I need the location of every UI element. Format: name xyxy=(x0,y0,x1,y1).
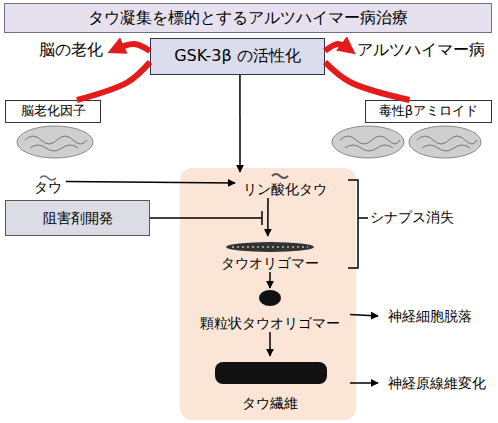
node-text: 脳の老化 xyxy=(39,41,103,59)
node-text: GSK-3β の活性化 xyxy=(174,47,301,65)
curved-red-arrow xyxy=(77,62,150,100)
phospho-tau-molecule xyxy=(272,174,288,178)
node-text: タウオリゴマー xyxy=(221,255,319,271)
flow-arrow xyxy=(269,272,271,288)
curved-red-arrow xyxy=(114,44,150,51)
flow-arrow xyxy=(269,332,271,356)
factor-box: 毒性βアミロイド xyxy=(365,100,492,123)
node-text: 毒性βアミロイド xyxy=(379,104,478,119)
node-text: アルツハイマー病 xyxy=(357,41,485,59)
flow-arrow xyxy=(66,182,235,183)
inhibition-line xyxy=(150,211,262,225)
brain-illustration xyxy=(17,126,481,158)
outcome-text: 神経原線維変化 xyxy=(378,373,495,393)
title-bar: タウ凝集を標的とするアルツハイマー病治療 xyxy=(4,3,492,33)
curved-red-arrow xyxy=(325,62,409,100)
stage-node: リン酸化タウ xyxy=(235,172,335,198)
node-text: 神経細胞脱落 xyxy=(388,308,472,324)
tau-fibril-illustration xyxy=(215,362,327,384)
stage-node: 顆粒状タウオリゴマー xyxy=(190,288,350,332)
node-text: リン酸化タウ xyxy=(243,181,327,197)
peach-region xyxy=(180,168,356,420)
flow-arrow xyxy=(350,382,378,384)
effect-label: シナプス消失 xyxy=(370,208,454,228)
tau-oligomer-illustration xyxy=(226,242,314,252)
outcome-text: アルツハイマー病 xyxy=(350,38,492,62)
inhibitor-box: 阻害剤開発 xyxy=(5,200,150,236)
node-text: 阻害剤開発 xyxy=(43,210,113,226)
flow-arrow xyxy=(350,314,378,316)
outcome-text: 脳の老化 xyxy=(28,38,114,62)
node-text: タウ xyxy=(34,179,62,195)
factor-box: 脳老化因子 xyxy=(5,100,101,123)
process-box: GSK-3β の活性化 xyxy=(150,38,325,75)
bracket xyxy=(348,180,368,268)
node-text: タウ繊維 xyxy=(242,395,298,411)
stage-node: タウ繊維 xyxy=(190,356,350,412)
node-text: 顆粒状タウオリゴマー xyxy=(200,315,340,331)
flow-arrow xyxy=(239,75,241,172)
node-text: 神経原線維変化 xyxy=(388,375,486,391)
outcome-text: 神経細胞脱落 xyxy=(378,306,482,326)
stage-node: タウオリゴマー xyxy=(215,236,325,272)
node-text: 脳老化因子 xyxy=(21,104,86,119)
curved-red-arrow xyxy=(325,44,350,51)
flow-arrow xyxy=(267,198,269,236)
granular-oligomer-illustration xyxy=(259,290,281,306)
title-text: タウ凝集を標的とするアルツハイマー病治療 xyxy=(88,8,408,29)
stage-node: タウ xyxy=(30,172,66,196)
